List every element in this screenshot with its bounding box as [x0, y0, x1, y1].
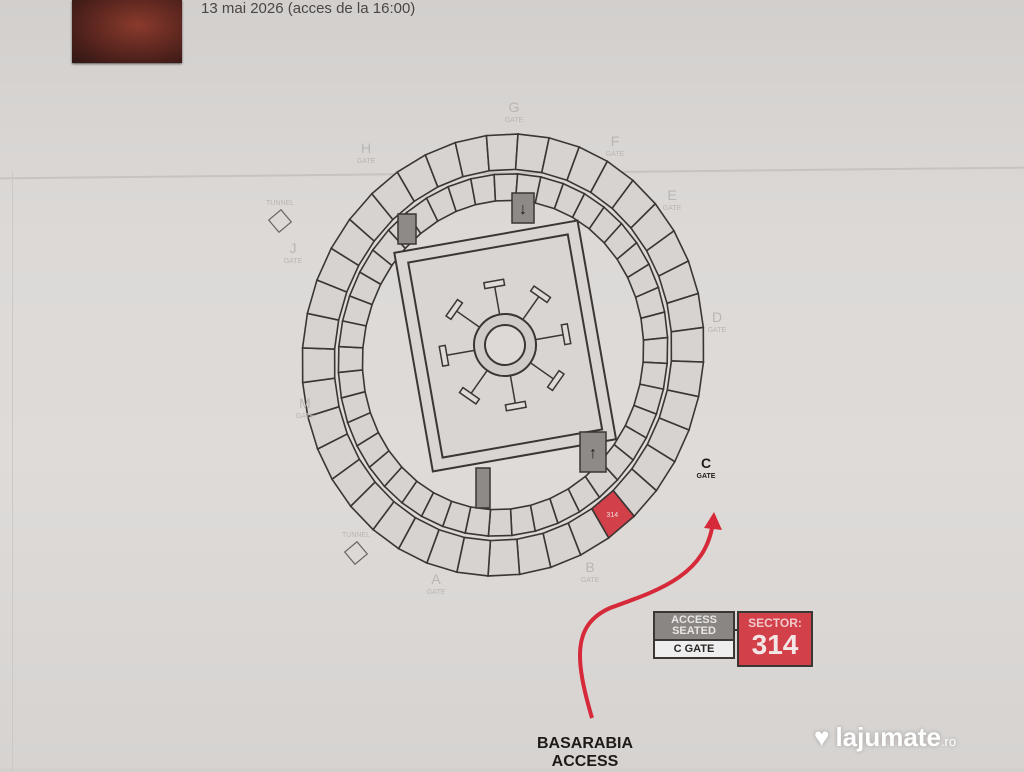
gate-b-label: GATE [581, 577, 600, 584]
stage-spoke [522, 293, 542, 321]
stage-catwalk [529, 284, 552, 304]
gate-j-label: GATE [284, 258, 303, 265]
stage-catwalk [560, 322, 572, 346]
stage-catwalk [482, 278, 506, 290]
center-stage-inner [484, 324, 526, 366]
gate-h-letter: H [361, 140, 371, 156]
stadium-sector [469, 173, 497, 206]
stage-spoke [529, 362, 557, 382]
event-thumbnail [72, 0, 182, 63]
tunnel-marker [267, 208, 293, 234]
gate-e-label: GATE [663, 205, 682, 212]
gate-j-letter: J [290, 240, 297, 256]
sector-314-label: 314 [606, 512, 618, 519]
gate-a-label: GATE [427, 589, 446, 596]
entrance-line2: ACCESS [551, 753, 619, 770]
gate-h-label: GATE [357, 158, 376, 165]
watermark: ♥ lajumate.ro [814, 722, 956, 753]
stage-catwalk [504, 400, 528, 412]
gate-f-label: GATE [606, 151, 625, 158]
watermark-tld: .ro [940, 734, 957, 749]
gate-m-letter: M [299, 395, 311, 411]
stage-spoke [443, 349, 475, 357]
stadium-sector [639, 361, 669, 391]
sector-box: SECTOR: 314 [737, 611, 813, 667]
pitch [393, 219, 618, 473]
watermark-logo-icon: ♥ [814, 722, 830, 752]
access-type: ACCESS SEATED [655, 613, 733, 639]
tunnel-label: TUNNEL [266, 200, 294, 207]
stage-spoke [509, 375, 517, 407]
tunnel-marker [343, 540, 369, 566]
entrance-line1: BASARABIA [537, 735, 633, 752]
gate-c-letter: C [701, 455, 711, 471]
stage-catwalk [546, 369, 566, 392]
stadium-sector [487, 538, 521, 577]
route-arrow [577, 521, 715, 719]
stage-catwalk [438, 344, 450, 368]
stage-spoke [453, 308, 481, 328]
gate-f-letter: F [611, 133, 620, 149]
sector-number: 314 [751, 629, 799, 660]
gate-labels: G GATE F GATE E GATE D GATE C GATE B GATE A GATE M GATE… [266, 99, 727, 596]
tunnel-label: TUNNEL [342, 532, 370, 539]
gate-c-label: GATE [697, 473, 716, 480]
stairs: ↓↑ [397, 192, 607, 509]
watermark-brand: lajumate [835, 722, 941, 752]
entrance-label: BASARABIA ACCESS [537, 735, 633, 771]
gate-d-letter: D [712, 309, 722, 325]
stadium-sector [670, 326, 705, 363]
stage-spoke [468, 369, 488, 397]
stadium-sector [337, 345, 364, 374]
paper-fold [12, 172, 13, 772]
stadium-sector [509, 504, 537, 537]
arrow-icon: ↑ [589, 445, 597, 462]
stadium-sector [487, 508, 513, 537]
gate-g-letter: G [509, 99, 520, 115]
sector-label: SECTOR: [748, 616, 802, 630]
stadium-sector [301, 347, 336, 384]
stairs-block [579, 431, 607, 473]
gate-m-label: GATE [296, 413, 315, 420]
event-date: 13 mai 2026 (acces de la 16:00) [201, 0, 416, 17]
stairs-block [475, 467, 491, 509]
route-arrowhead [704, 512, 722, 530]
gate-a-letter: A [431, 571, 441, 587]
stairs-block [397, 213, 417, 245]
gate-b-letter: B [585, 559, 594, 575]
stadium-sector [642, 336, 669, 365]
gate-e-letter: E [667, 187, 676, 203]
stage-spoke [493, 283, 501, 315]
access-gate: C GATE [655, 639, 733, 657]
stadium-sector [666, 360, 705, 398]
stadium-sectors: 314 [301, 133, 705, 577]
stage-catwalk [458, 386, 481, 406]
stadium-sector [485, 133, 519, 172]
stage-spokes [438, 278, 572, 412]
stage-catwalk [444, 298, 464, 321]
stage-spoke [535, 333, 567, 341]
gate-g-label: GATE [505, 117, 524, 124]
pitch-inner [407, 233, 604, 459]
access-box: ACCESS SEATED C GATE [653, 611, 735, 659]
connector-line [733, 629, 739, 631]
arrow-icon: ↓ [519, 201, 527, 218]
stairs-block [511, 192, 535, 224]
gate-d-label: GATE [708, 327, 727, 334]
